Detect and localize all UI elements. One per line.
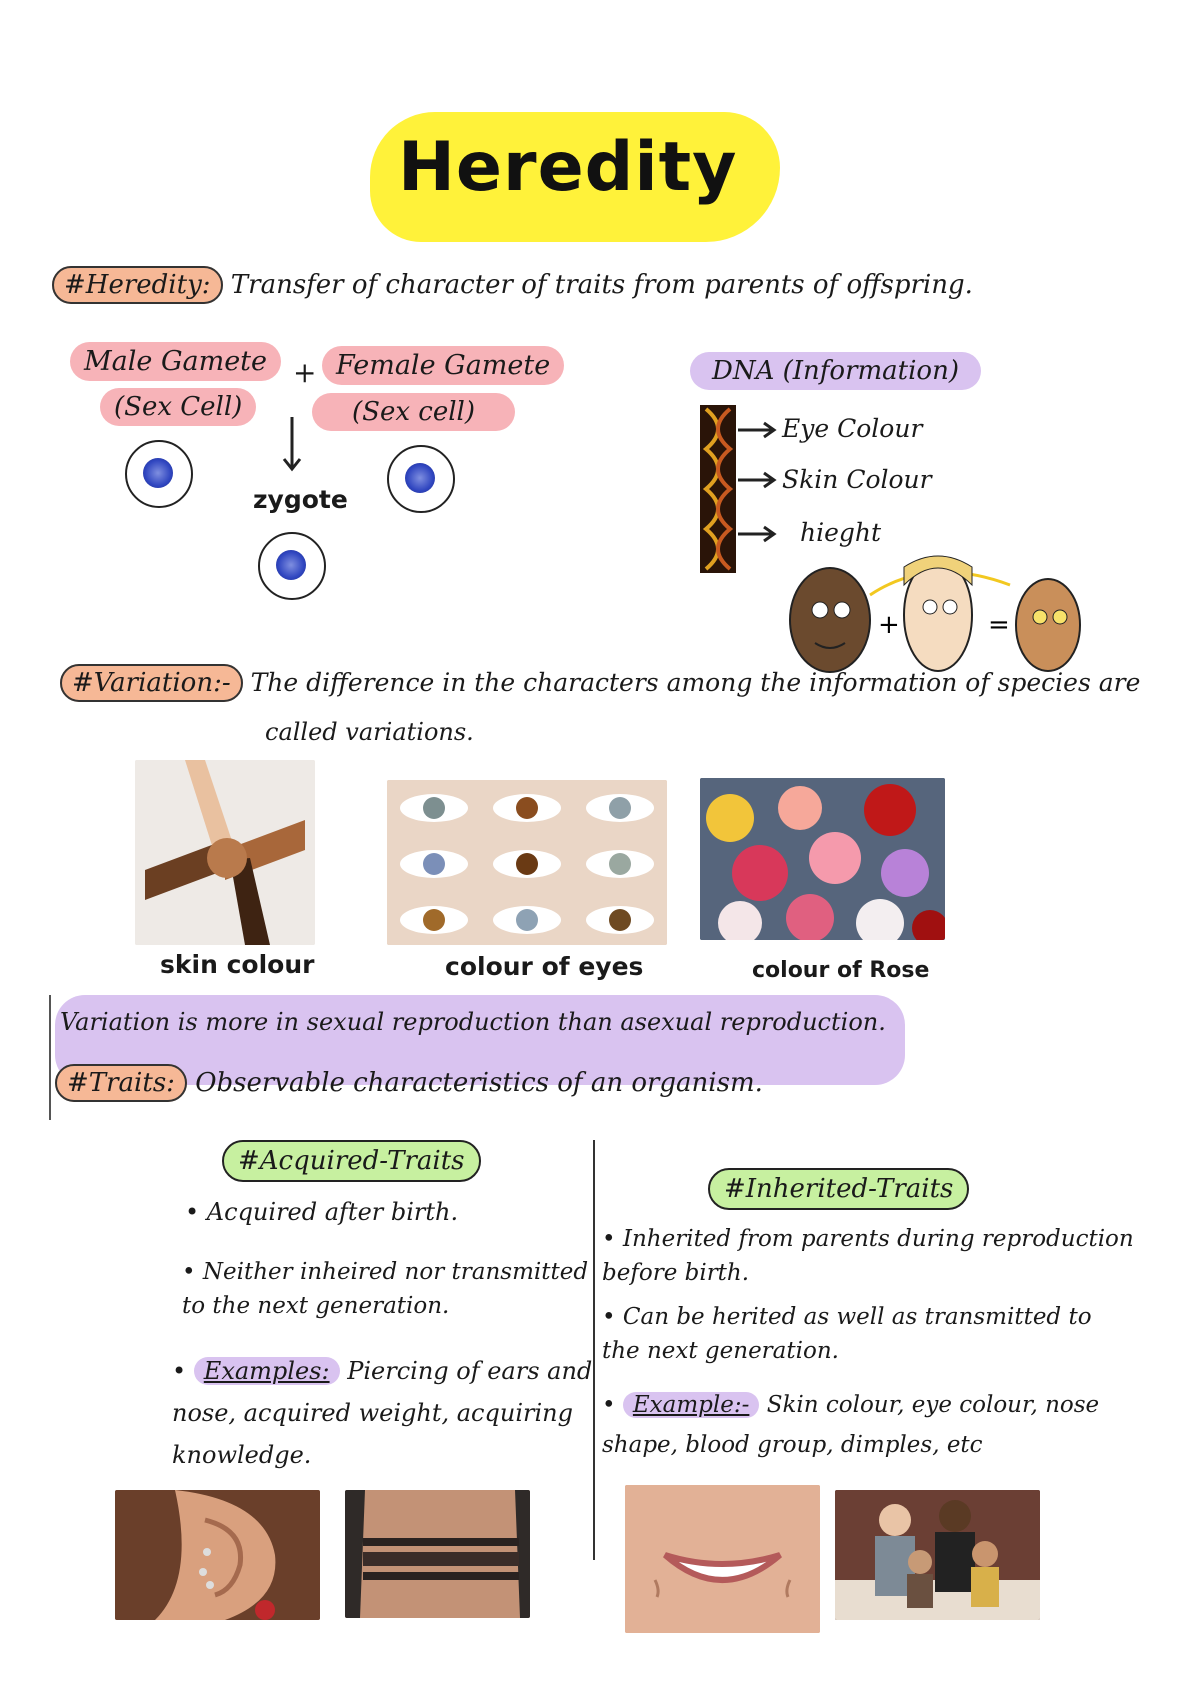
acquired-bullet-1: • Acquired after birth. xyxy=(185,1198,459,1226)
acquired-bullet-2-line1: Neither inheired nor transmitted xyxy=(202,1259,589,1285)
heredity-definition: #Heredity: Transfer of character of trai… xyxy=(52,266,973,304)
skin-colour-photo xyxy=(135,760,315,945)
inherited-bullet-2: • Can be herited as well as transmitted … xyxy=(602,1304,1092,1364)
inherited-bullet-1-line2: before birth. xyxy=(602,1260,750,1286)
zygote-label: zygote xyxy=(253,485,348,514)
female-gamete-sub: (Sex cell) xyxy=(312,393,515,431)
plus-symbol: + xyxy=(878,610,900,640)
page-title: Heredity xyxy=(398,128,738,207)
heredity-text: Transfer of character of traits from par… xyxy=(230,270,973,300)
eye-colour-caption: colour of eyes xyxy=(445,952,644,981)
rose-colour-photo xyxy=(700,778,945,940)
down-arrow-icon xyxy=(282,417,302,472)
column-divider xyxy=(593,1140,595,1560)
eye-icon xyxy=(400,794,654,934)
acquired-examples-line1: Piercing of ears and xyxy=(347,1357,593,1385)
male-gamete-label: Male Gamete xyxy=(70,342,282,381)
dna-trait-skin: Skin Colour xyxy=(782,465,932,494)
arrow-icon xyxy=(738,421,777,439)
dna-title: DNA (Information) xyxy=(690,352,981,390)
female-gamete-cell xyxy=(387,445,455,513)
variation-note: Variation is more in sexual reproduction… xyxy=(60,1008,886,1036)
inherited-example-line2: shape, blood group, dimples, etc xyxy=(602,1432,983,1458)
variation-definition: #Variation:- The difference in the chara… xyxy=(60,664,1141,702)
dna-trait-eye: Eye Colour xyxy=(782,414,923,443)
margin-line xyxy=(49,995,51,1120)
plus-sign: + xyxy=(293,356,317,389)
variation-note-highlight xyxy=(55,995,905,1085)
dna-trait-height: hieght xyxy=(800,518,882,547)
traits-tag: #Traits: xyxy=(55,1064,187,1102)
family-faces-illustration: + = xyxy=(789,555,1081,673)
male-gamete-cell xyxy=(125,440,193,508)
acquired-bullet-2: • Neither inheired nor transmitted to th… xyxy=(182,1259,589,1319)
inherited-example-line1: Skin colour, eye colour, nose xyxy=(766,1392,1100,1418)
arrow-icon xyxy=(738,471,777,489)
ear-piercing-photo xyxy=(115,1490,320,1620)
heredity-tag: #Heredity: xyxy=(52,266,223,304)
acquired-traits-heading: #Acquired-Traits xyxy=(222,1140,481,1182)
nucleus-icon xyxy=(143,458,173,488)
variation-text-1: The difference in the characters among t… xyxy=(250,668,1141,697)
inherited-traits-heading: #Inherited-Traits xyxy=(708,1168,970,1210)
equals-symbol: = xyxy=(988,610,1010,640)
title-highlight xyxy=(370,112,780,242)
traits-text: Observable characteristics of an organis… xyxy=(195,1068,763,1098)
inherited-bullet-2-line1: Can be herited as well as transmitted to xyxy=(622,1304,1092,1330)
rose-colour-caption: colour of Rose xyxy=(752,958,930,983)
acquired-examples-line2: nose, acquired weight, acquiring xyxy=(172,1399,573,1427)
variation-text-2: called variations. xyxy=(265,718,474,746)
nucleus-icon xyxy=(276,550,306,580)
family-photo xyxy=(835,1490,1040,1620)
zygote-cell xyxy=(258,532,326,600)
dna-helix-icon xyxy=(700,405,736,573)
tattoo-photo xyxy=(345,1490,530,1618)
acquired-examples: • Examples: Piercing of ears and nose, a… xyxy=(172,1357,593,1469)
acquired-examples-label: Examples: xyxy=(193,1357,340,1385)
inherited-example-label: Example:- xyxy=(622,1392,760,1418)
male-gamete-sub: (Sex Cell) xyxy=(100,388,257,426)
dimples-smile-photo xyxy=(625,1485,820,1633)
inherited-bullet-2-line2: the next generation. xyxy=(602,1338,839,1364)
inherited-bullet-1: • Inherited from parents during reproduc… xyxy=(602,1226,1134,1286)
variation-tag: #Variation:- xyxy=(60,664,243,702)
nucleus-icon xyxy=(405,463,435,493)
acquired-bullet-2-line2: to the next generation. xyxy=(182,1293,450,1319)
inherited-bullet-1-line1: Inherited from parents during reproducti… xyxy=(622,1226,1134,1252)
female-gamete-label: Female Gamete xyxy=(322,346,565,385)
skin-colour-caption: skin colour xyxy=(160,950,315,979)
acquired-examples-line3: knowledge. xyxy=(172,1441,312,1469)
eye-colour-photo xyxy=(387,780,667,945)
inherited-example: • Example:- Skin colour, eye colour, nos… xyxy=(602,1392,1100,1458)
acquired-bullet-1-text: Acquired after birth. xyxy=(206,1198,459,1226)
traits-definition: #Traits: Observable characteristics of a… xyxy=(55,1064,763,1102)
arrow-icon xyxy=(738,525,777,543)
